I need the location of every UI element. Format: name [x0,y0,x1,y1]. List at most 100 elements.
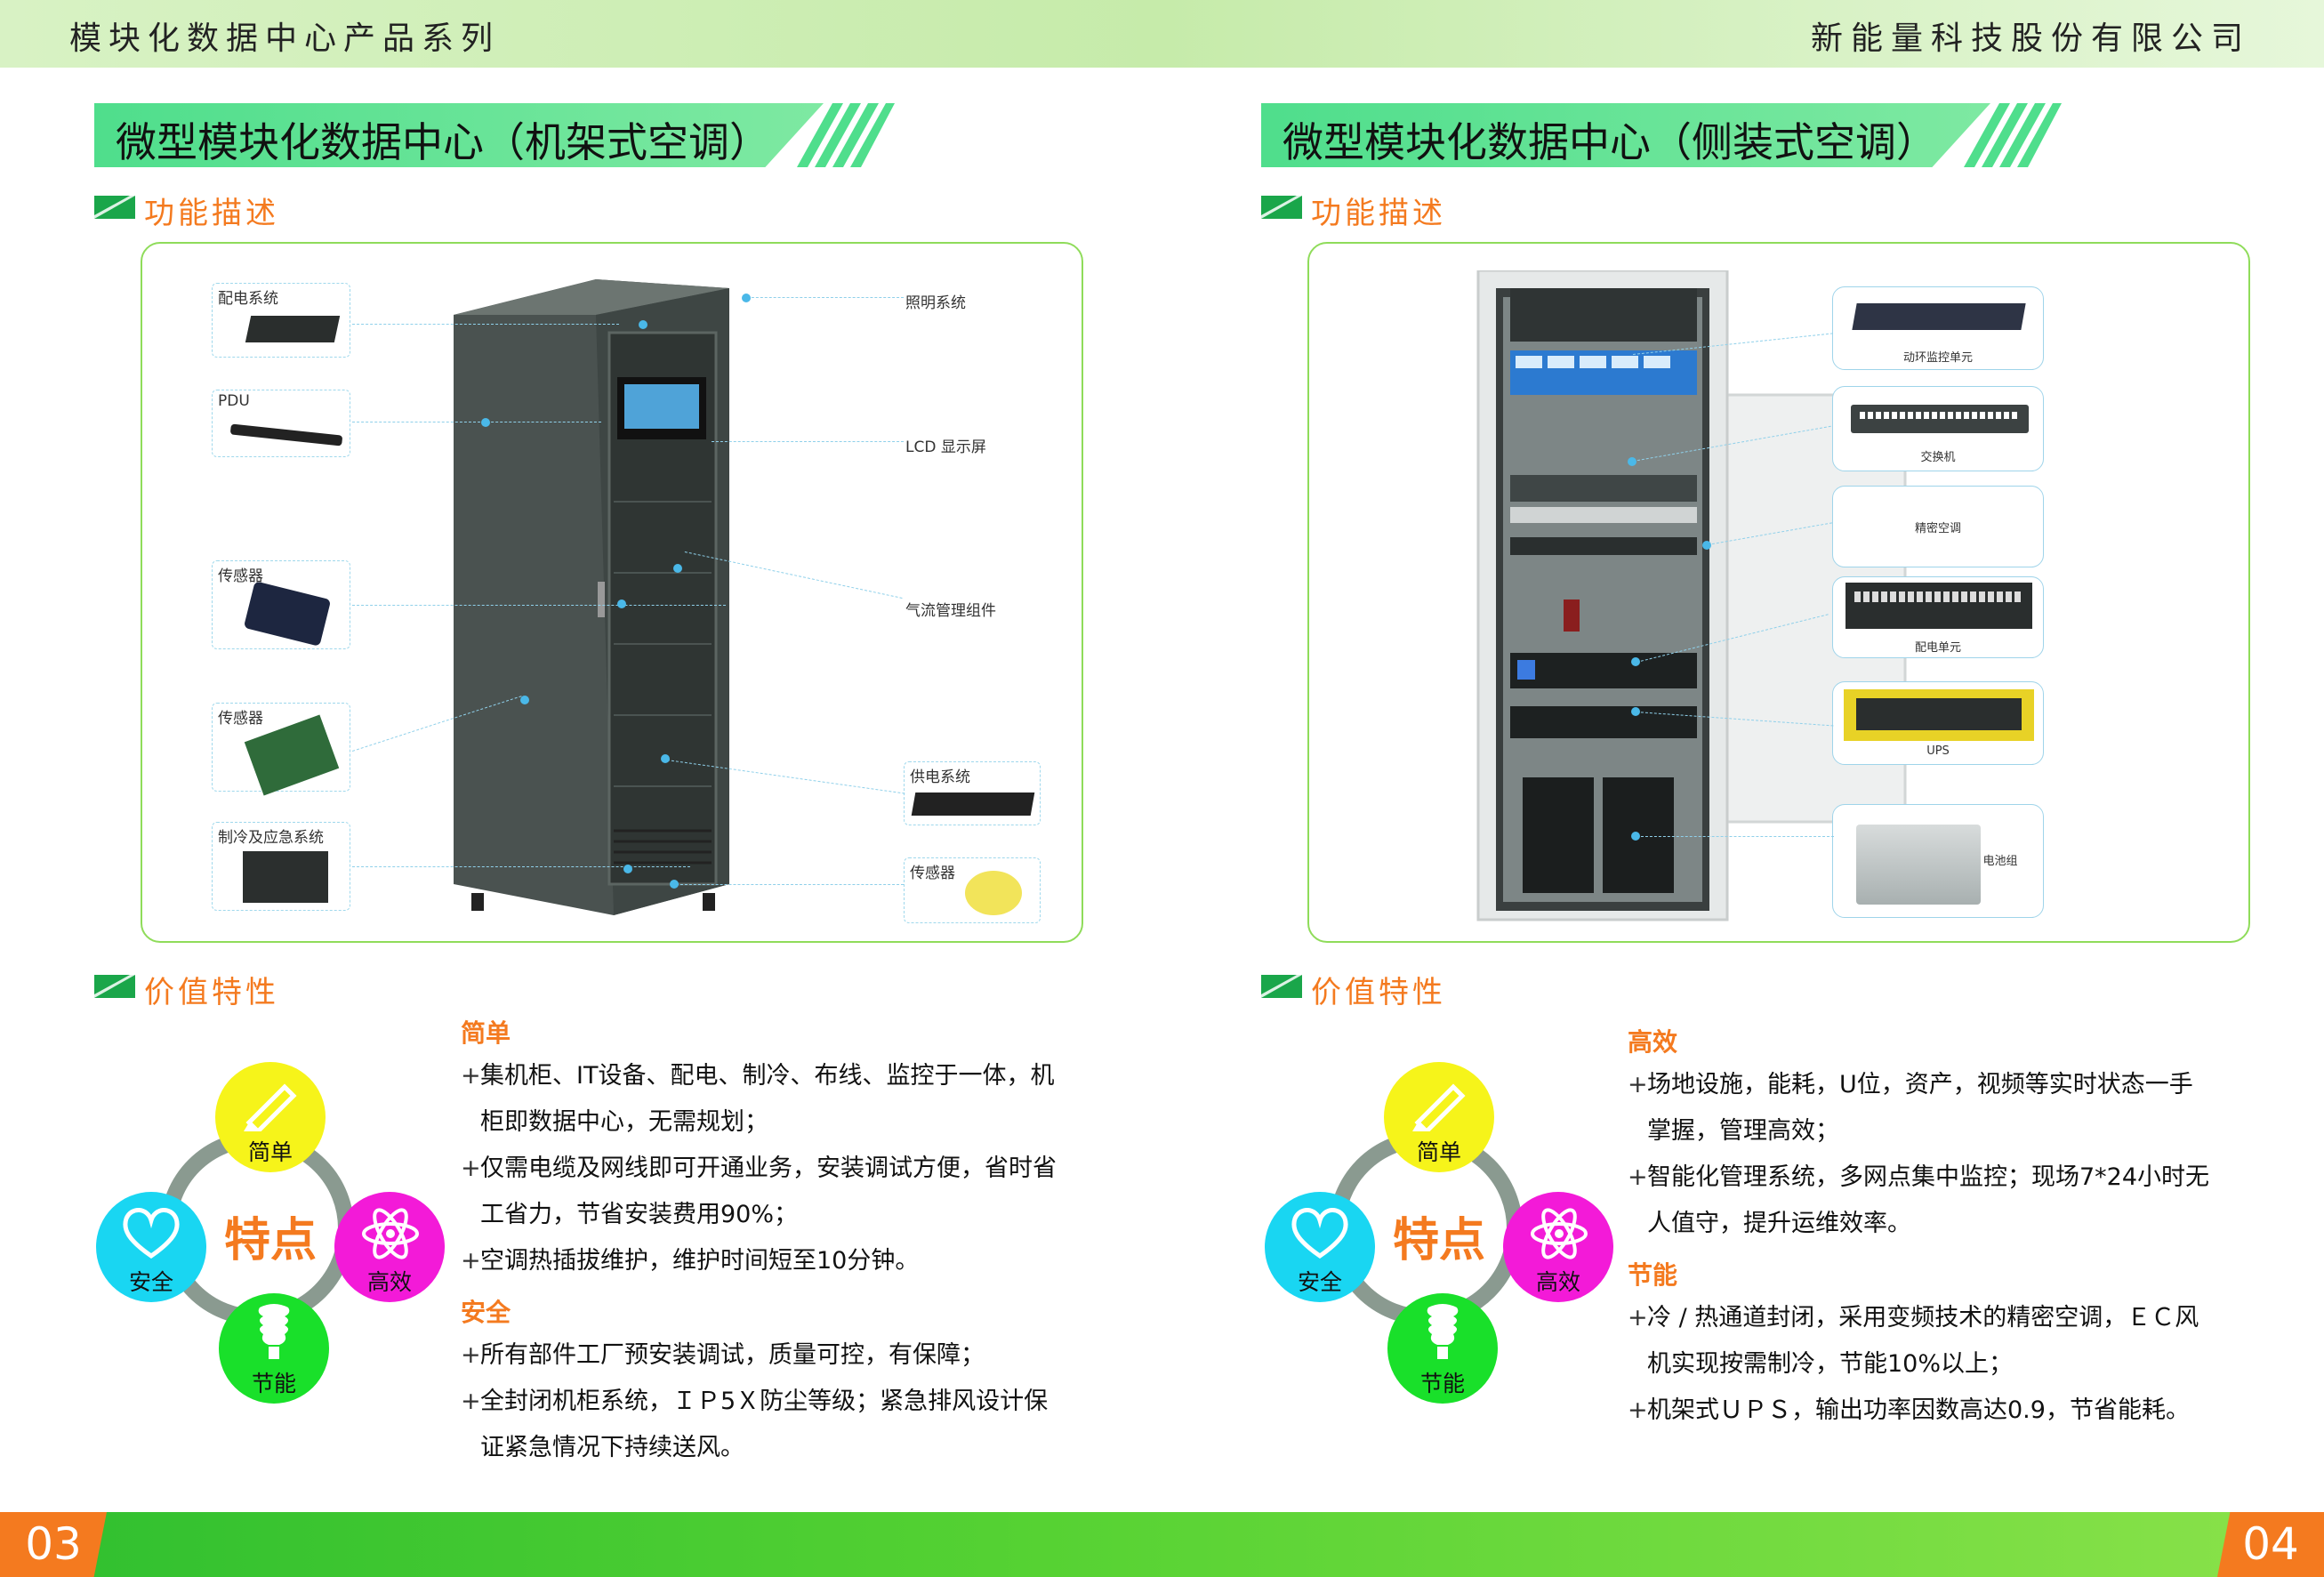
feature-item: +所有部件工厂预安装调试，质量可控，有保障； [461,1341,985,1369]
rack-cabinet-illustration [454,279,729,915]
right-section-function-title: 功能描述 [1311,196,1446,231]
pdu-image [229,423,343,447]
energy-circle: 节能 [1387,1293,1498,1404]
simple-circle-label: 简单 [247,1139,293,1165]
simple-circle: 简单 [215,1062,326,1172]
efficient-circle: 高效 [334,1192,445,1302]
right-product-diagram: 动环监控单元 交换机 精密空调 配电单元 UPS 电池组 [1307,242,2250,943]
efficient-circle-label: 高效 [366,1269,412,1295]
battery-image [1856,825,1981,905]
callout-power-distribution: 配电系统 [212,283,350,358]
callout-power-supply: 供电系统 [904,761,1041,825]
ups-image [1844,689,2034,741]
feature-item: +集机柜、IT设备、配电、制冷、布线、监控于一体，机 [461,1062,1055,1090]
label-lcd-display: LCD 显示屏 [905,439,986,456]
power-supply-image [911,793,1035,816]
label-airflow-management: 气流管理组件 [905,602,996,620]
feature-item: +场地设施，能耗，U位，资产，视频等实时状态一手 [1628,1071,2193,1098]
feature-heading: 节能 [1628,1260,1678,1290]
simple-circle-label: 简单 [1416,1139,1461,1165]
energy-circle-label: 节能 [251,1371,296,1396]
section-marker-icon [1261,196,1302,219]
left-section-function: 功能描述 [94,189,361,231]
section-marker-icon [1261,975,1302,998]
component-precision-ac: 精密空调 [1832,486,2044,567]
callout-sensor-1: 传感器 [212,560,350,649]
right-section-function: 功能描述 [1261,189,1528,231]
wheel-center-label: 特点 [224,1214,318,1267]
component-ups: UPS [1832,681,2044,765]
right-section-value-title: 价值特性 [1311,975,1446,1010]
sensor-3-image [965,871,1022,915]
feature-item: +仅需电缆及网线即可开通业务，安装调试方便，省时省 [461,1155,1057,1182]
pencil-icon [1412,1083,1466,1131]
bulb-icon [1427,1304,1459,1359]
right-feature-wheel: 简单 安全 高效 节能 特点 [1261,1055,1613,1404]
sensor-1-image [243,581,332,647]
banner-stripes-icon [1964,103,2062,167]
feature-item: +机架式ＵＰＳ，输出功率因数高达0.9，节省能耗。 [1628,1396,2190,1424]
component-switch: 交换机 [1832,386,2044,471]
energy-circle-label: 节能 [1419,1371,1465,1396]
component-power-distribution: 配电单元 [1832,576,2044,658]
callout-sensor-3: 传感器 [904,857,1041,923]
cooling-unit-image [243,851,328,903]
feature-item-continued: 工省力，节省安装费用90%； [480,1201,799,1228]
page-number-left: 03 [0,1512,107,1577]
left-section-value: 价值特性 [94,968,361,1010]
callout-sensor-2: 传感器 [212,703,350,796]
feature-item: +全封闭机柜系统，ＩＰ5Ｘ防尘等级；紧急排风设计保 [461,1388,1049,1415]
feature-item-continued: 掌握，管理高效； [1647,1117,1839,1145]
power-distribution-unit-image [1846,583,2032,629]
callout-cooling-emergency: 制冷及应急系统 [212,822,350,911]
left-banner: 微型模块化数据中心（机架式空调） [94,103,895,167]
page-number-right: 04 [2217,1512,2324,1577]
section-marker-icon [94,196,135,219]
safety-circle: 安全 [96,1192,206,1302]
feature-item-continued: 证紧急情况下持续送风。 [480,1434,744,1461]
right-section-value: 价值特性 [1261,968,1528,1010]
feature-item: +冷 / 热通道封闭，采用变频技术的精密空调，ＥＣ风 [1628,1304,2199,1332]
left-banner-title: 微型模块化数据中心（机架式空调） [116,118,770,166]
feature-heading: 简单 [461,1018,511,1048]
bulb-icon [258,1304,290,1359]
energy-circle: 节能 [219,1293,329,1404]
right-banner-title: 微型模块化数据中心（侧装式空调） [1283,118,1937,166]
header-bar: 模块化数据中心产品系列 新能量科技股份有限公司 [0,0,2324,68]
header-company-name: 新能量科技股份有限公司 [1810,20,2251,57]
feature-item: +智能化管理系统，多网点集中监控；现场7*24小时无 [1628,1163,2210,1191]
efficient-circle-label: 高效 [1535,1269,1580,1295]
feature-item-continued: 机实现按需制冷，节能10%以上； [1647,1350,2014,1378]
header-series-title: 模块化数据中心产品系列 [69,20,501,57]
safety-circle-label: 安全 [128,1269,173,1295]
monitor-unit-image [1852,303,2026,330]
feature-item: +空调热插拔维护，维护时间短至10分钟。 [461,1247,920,1275]
component-battery: 电池组 [1832,804,2044,918]
right-banner: 微型模块化数据中心（侧装式空调） [1261,103,2062,167]
footer-bar: 03 04 [0,1512,2324,1577]
feature-item-continued: 人值守，提升运维效率。 [1647,1210,1911,1237]
heart-icon [1291,1208,1348,1259]
left-section-value-title: 价值特性 [144,975,279,1010]
label-lighting-system: 照明系统 [905,294,966,312]
safety-circle-label: 安全 [1297,1269,1342,1295]
feature-heading: 高效 [1628,1027,1678,1057]
power-distribution-image [245,316,341,342]
left-feature-wheel: 简单 安全 高效 节能 特点 [92,1055,445,1404]
section-marker-icon [94,975,135,998]
feature-item-continued: 柜即数据中心，无需规划； [480,1108,768,1136]
atom-icon [1531,1208,1588,1259]
heart-icon [123,1208,180,1259]
simple-circle: 简单 [1384,1062,1494,1172]
switch-image [1851,405,2029,433]
efficient-circle: 高效 [1503,1192,1613,1302]
side-ac-rack-illustration [1476,270,1907,921]
atom-icon [362,1208,419,1259]
feature-heading: 安全 [461,1298,511,1327]
banner-stripes-icon [797,103,895,167]
left-section-function-title: 功能描述 [144,196,279,231]
callout-pdu: PDU [212,390,350,457]
safety-circle: 安全 [1265,1192,1375,1302]
component-monitor-unit: 动环监控单元 [1832,286,2044,370]
